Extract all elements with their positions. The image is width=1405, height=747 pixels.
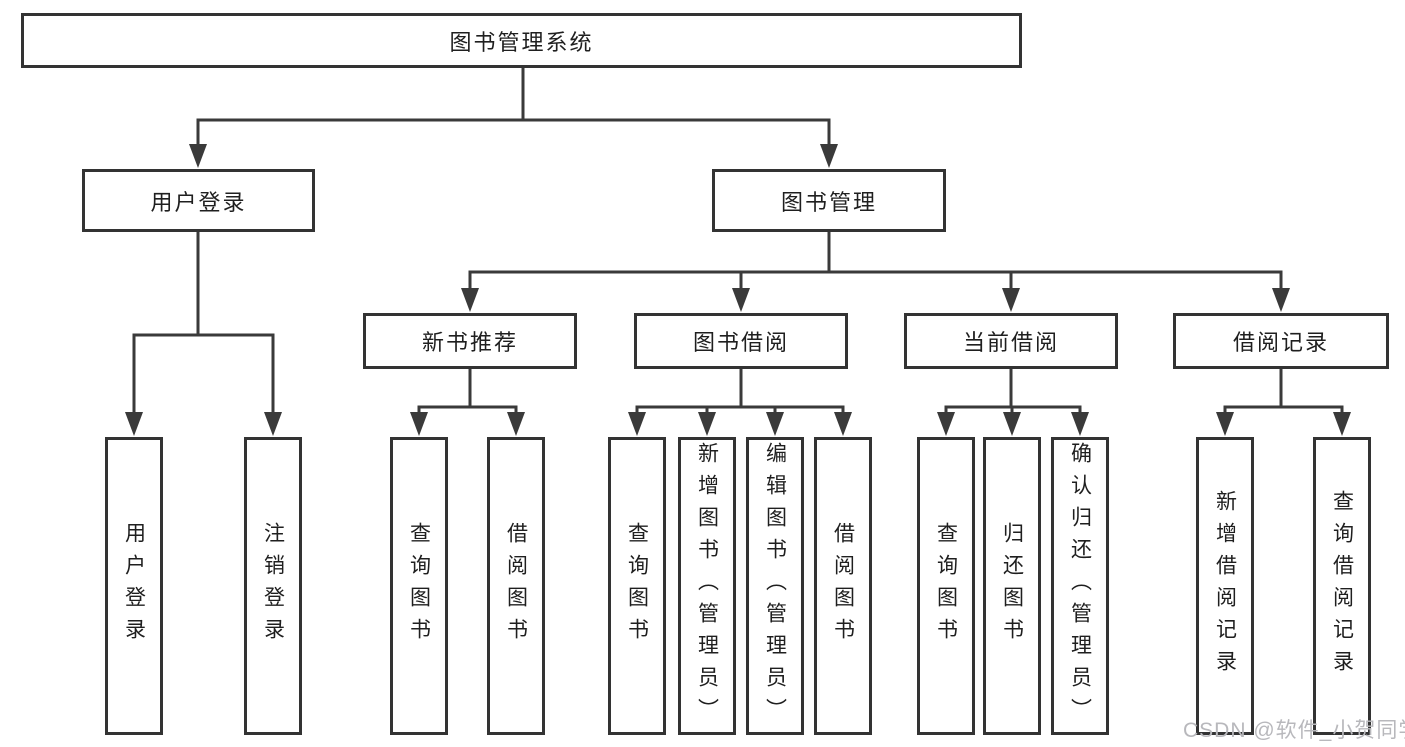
leaf-current-return-book: 归还图书	[983, 437, 1041, 735]
arrow-down-icon	[937, 412, 1089, 436]
leaf-current-query-book: 查询图书	[917, 437, 975, 735]
leaf-borrow-borrow-book: 借阅图书	[814, 437, 872, 735]
node-user-login: 用户登录	[82, 169, 315, 232]
arrow-down-icon	[461, 288, 1290, 312]
arrow-down-icon	[189, 144, 838, 168]
leaf-current-confirm-return-admin: 确认归还（管理员）	[1051, 437, 1109, 735]
node-root: 图书管理系统	[21, 13, 1022, 68]
connector-root-to-level2	[189, 68, 838, 168]
connector-new-book-recommend-children	[410, 369, 525, 436]
leaf-borrow-add-book-admin: 新增图书（管理员）	[678, 437, 736, 735]
connector-book-management-children	[461, 232, 1290, 312]
leaf-borrow-query-book: 查询图书	[608, 437, 666, 735]
node-current-borrow: 当前借阅	[904, 313, 1118, 369]
leaf-user-login: 用户登录	[105, 437, 163, 735]
leaf-records-query-record: 查询借阅记录	[1313, 437, 1371, 735]
csdn-watermark: CSDN @软件_小贺同学	[1183, 719, 1405, 742]
leaf-borrow-edit-book-admin: 编辑图书（管理员）	[746, 437, 804, 735]
arrow-down-icon	[410, 412, 525, 436]
leaf-records-add-record: 新增借阅记录	[1196, 437, 1254, 735]
connector-user-login-children	[125, 232, 282, 436]
arrow-down-icon	[1216, 412, 1351, 436]
node-borrow-records: 借阅记录	[1173, 313, 1389, 369]
leaf-recommend-query-book: 查询图书	[390, 437, 448, 735]
node-new-book-recommend: 新书推荐	[363, 313, 577, 369]
connector-book-borrow-children	[628, 369, 852, 436]
leaf-recommend-borrow-book: 借阅图书	[487, 437, 545, 735]
node-book-management: 图书管理	[712, 169, 946, 232]
connector-borrow-records-children	[1216, 369, 1351, 436]
arrow-down-icon	[125, 412, 282, 436]
leaf-logout: 注销登录	[244, 437, 302, 735]
node-book-borrow: 图书借阅	[634, 313, 848, 369]
connector-current-borrow-children	[937, 369, 1089, 436]
arrow-down-icon	[628, 412, 852, 436]
